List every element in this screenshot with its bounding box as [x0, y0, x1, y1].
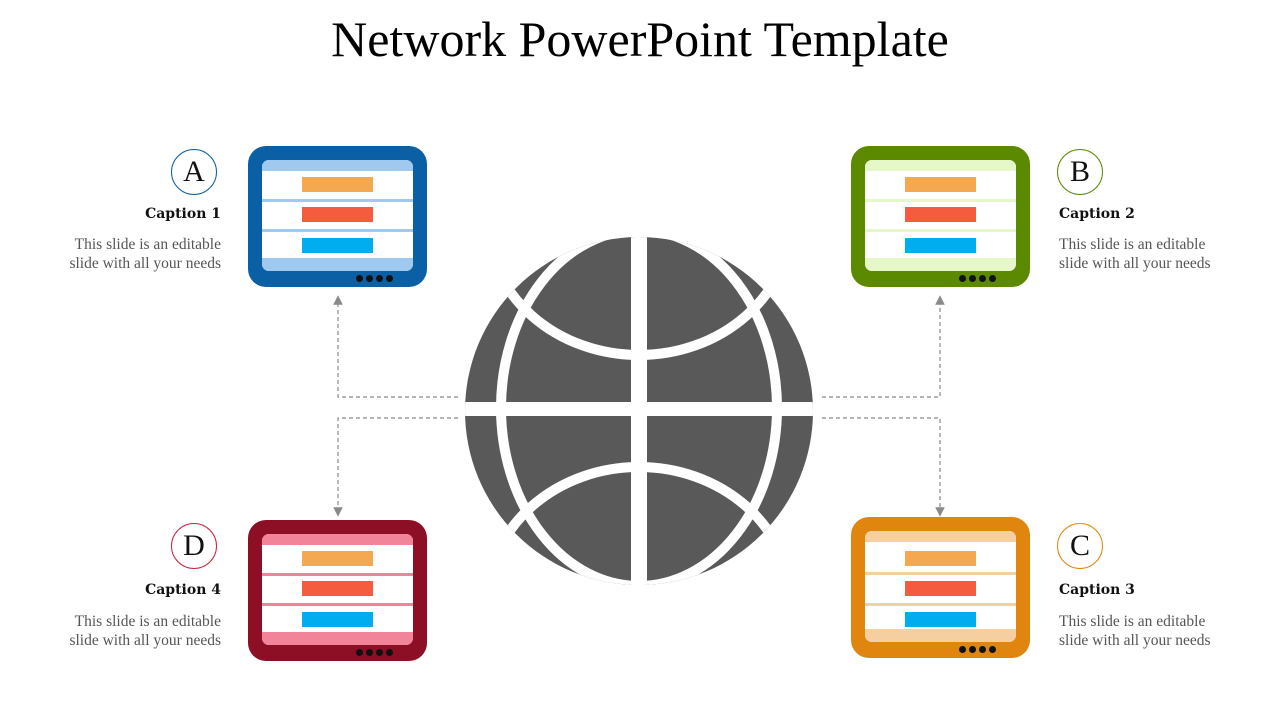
badge-letter: A — [183, 155, 205, 188]
indicator-dots — [959, 646, 996, 653]
device-screen — [262, 534, 413, 645]
badge-c: C — [1057, 523, 1103, 569]
caption-4-description: This slide is an editable slide with all… — [69, 613, 221, 649]
indicator-dots — [959, 275, 996, 282]
badge-a: A — [171, 149, 217, 195]
connector-b — [822, 295, 945, 398]
connector-a — [333, 295, 458, 398]
caption-1-description: This slide is an editable slide with all… — [69, 236, 221, 272]
caption-3-description: This slide is an editable slide with all… — [1059, 613, 1211, 649]
badge-letter: C — [1069, 529, 1090, 562]
badge-b: B — [1057, 149, 1103, 195]
device-card-c — [851, 517, 1030, 658]
badge-d: D — [171, 523, 217, 569]
device-screen — [865, 160, 1016, 271]
device-screen — [262, 160, 413, 271]
connector-d — [333, 417, 458, 517]
device-screen — [865, 531, 1016, 642]
device-card-a — [248, 146, 427, 287]
device-card-b — [851, 146, 1030, 287]
globe-icon — [465, 237, 813, 585]
caption-3: Caption 3 — [1059, 582, 1135, 598]
caption-4: Caption 4 — [145, 582, 221, 598]
indicator-dots — [356, 649, 393, 656]
connector-c — [822, 417, 945, 517]
indicator-dots — [356, 275, 393, 282]
caption-2-description: This slide is an editable slide with all… — [1059, 236, 1211, 272]
badge-letter: B — [1069, 155, 1090, 188]
device-card-d — [248, 520, 427, 661]
badge-letter: D — [183, 529, 205, 562]
slide-title: Network PowerPoint Template — [331, 11, 949, 67]
caption-2: Caption 2 — [1059, 206, 1135, 222]
caption-1: Caption 1 — [145, 206, 221, 222]
